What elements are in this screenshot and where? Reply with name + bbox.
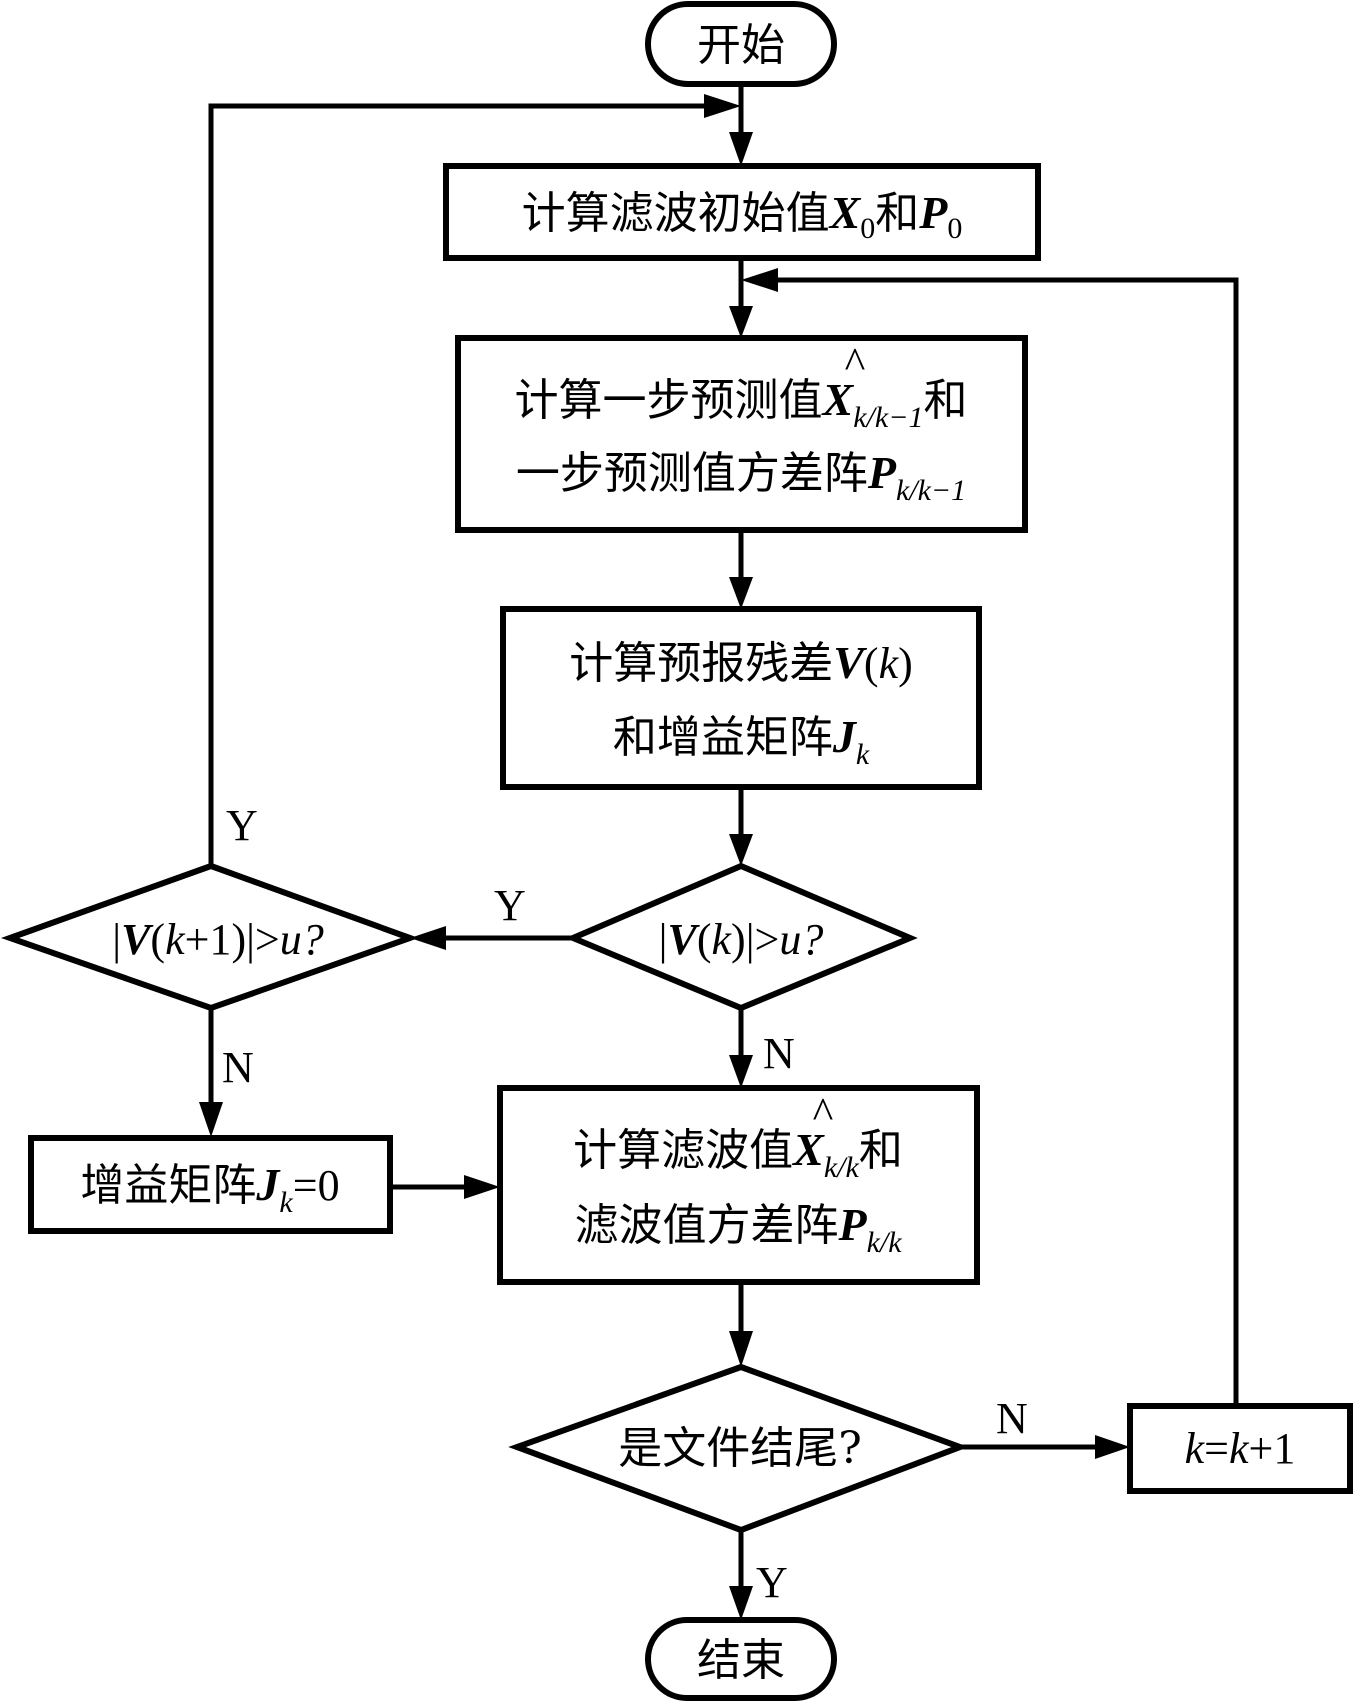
check-vk1-decision: [0, 862, 419, 1012]
arrowhead-start-init: [729, 132, 753, 166]
edge-label-eof-no: N: [996, 1394, 1028, 1443]
arrowhead-predict-residual: [729, 577, 753, 609]
check-vk1-label: |V(k+1)|>u?: [112, 915, 323, 964]
residual-label-line1: 计算预报残差V(k): [569, 637, 913, 689]
edge-label-vk1-yes: Y: [226, 801, 258, 850]
check-vk-label: |V(k)|>u?: [659, 915, 824, 964]
increment-label: k=k+1: [1185, 1424, 1296, 1473]
predict-process-box: [455, 335, 1028, 533]
increment-process-box: [1127, 1403, 1353, 1494]
arrowhead-checkvk-no: [729, 1055, 753, 1088]
arrowhead-vk1-yes-loop: [704, 94, 741, 118]
predict-label-line2: 一步预测值方差阵Pk/k−1: [516, 447, 966, 507]
residual-process-box: [500, 606, 982, 790]
edge-label-eof-yes: Y: [756, 1558, 788, 1607]
end-label: 结束: [697, 1635, 785, 1686]
gain-zero-label: 增益矩阵Jk=0: [80, 1159, 339, 1219]
check-vk-decision: [565, 862, 918, 1012]
predict-hat: ^: [845, 339, 866, 388]
filter-hat: ^: [813, 1089, 834, 1138]
arrowhead-eof-no: [1095, 1435, 1130, 1459]
start-label: 开始: [697, 20, 785, 71]
arrowhead-eof-yes: [729, 1586, 753, 1620]
arrowhead-gainzero-filter: [464, 1175, 500, 1199]
eof-label: 是文件结尾?: [618, 1423, 862, 1474]
eof-decision: [508, 1363, 969, 1534]
arrowhead-init-predict: [729, 306, 753, 338]
arrowhead-checkvk1-no: [199, 1102, 223, 1137]
init-label: 计算滤波初始值X0和P0: [522, 187, 963, 245]
start-terminator: [645, 1, 837, 87]
edge-label-vk-yes: Y: [494, 881, 526, 930]
init-process-box: [443, 163, 1041, 261]
end-terminator: [645, 1617, 837, 1701]
edge-label-vk-no: N: [763, 1029, 795, 1078]
predict-label-line1: 计算一步预测值Xk/k−1和: [515, 374, 968, 434]
arrowhead-checkvk-yes: [410, 926, 446, 950]
arrowhead-increment-loop: [741, 268, 778, 292]
filter-label-line1: 计算滤波值Xk/k和: [573, 1124, 903, 1184]
edge-label-vk1-no: N: [222, 1043, 254, 1092]
residual-label-line2: 和增益矩阵Jk: [613, 711, 870, 771]
filter-process-box: [497, 1085, 980, 1285]
arrowhead-residual-checkvk: [729, 834, 753, 866]
arrowhead-filter-eof: [729, 1331, 753, 1367]
edge-increment-loop: [776, 277, 1239, 1410]
gain-zero-process-box: [28, 1135, 393, 1234]
filter-label-line2: 滤波值方差阵Pk/k: [574, 1199, 902, 1259]
edge-vk1-yes-loop: [208, 103, 705, 868]
